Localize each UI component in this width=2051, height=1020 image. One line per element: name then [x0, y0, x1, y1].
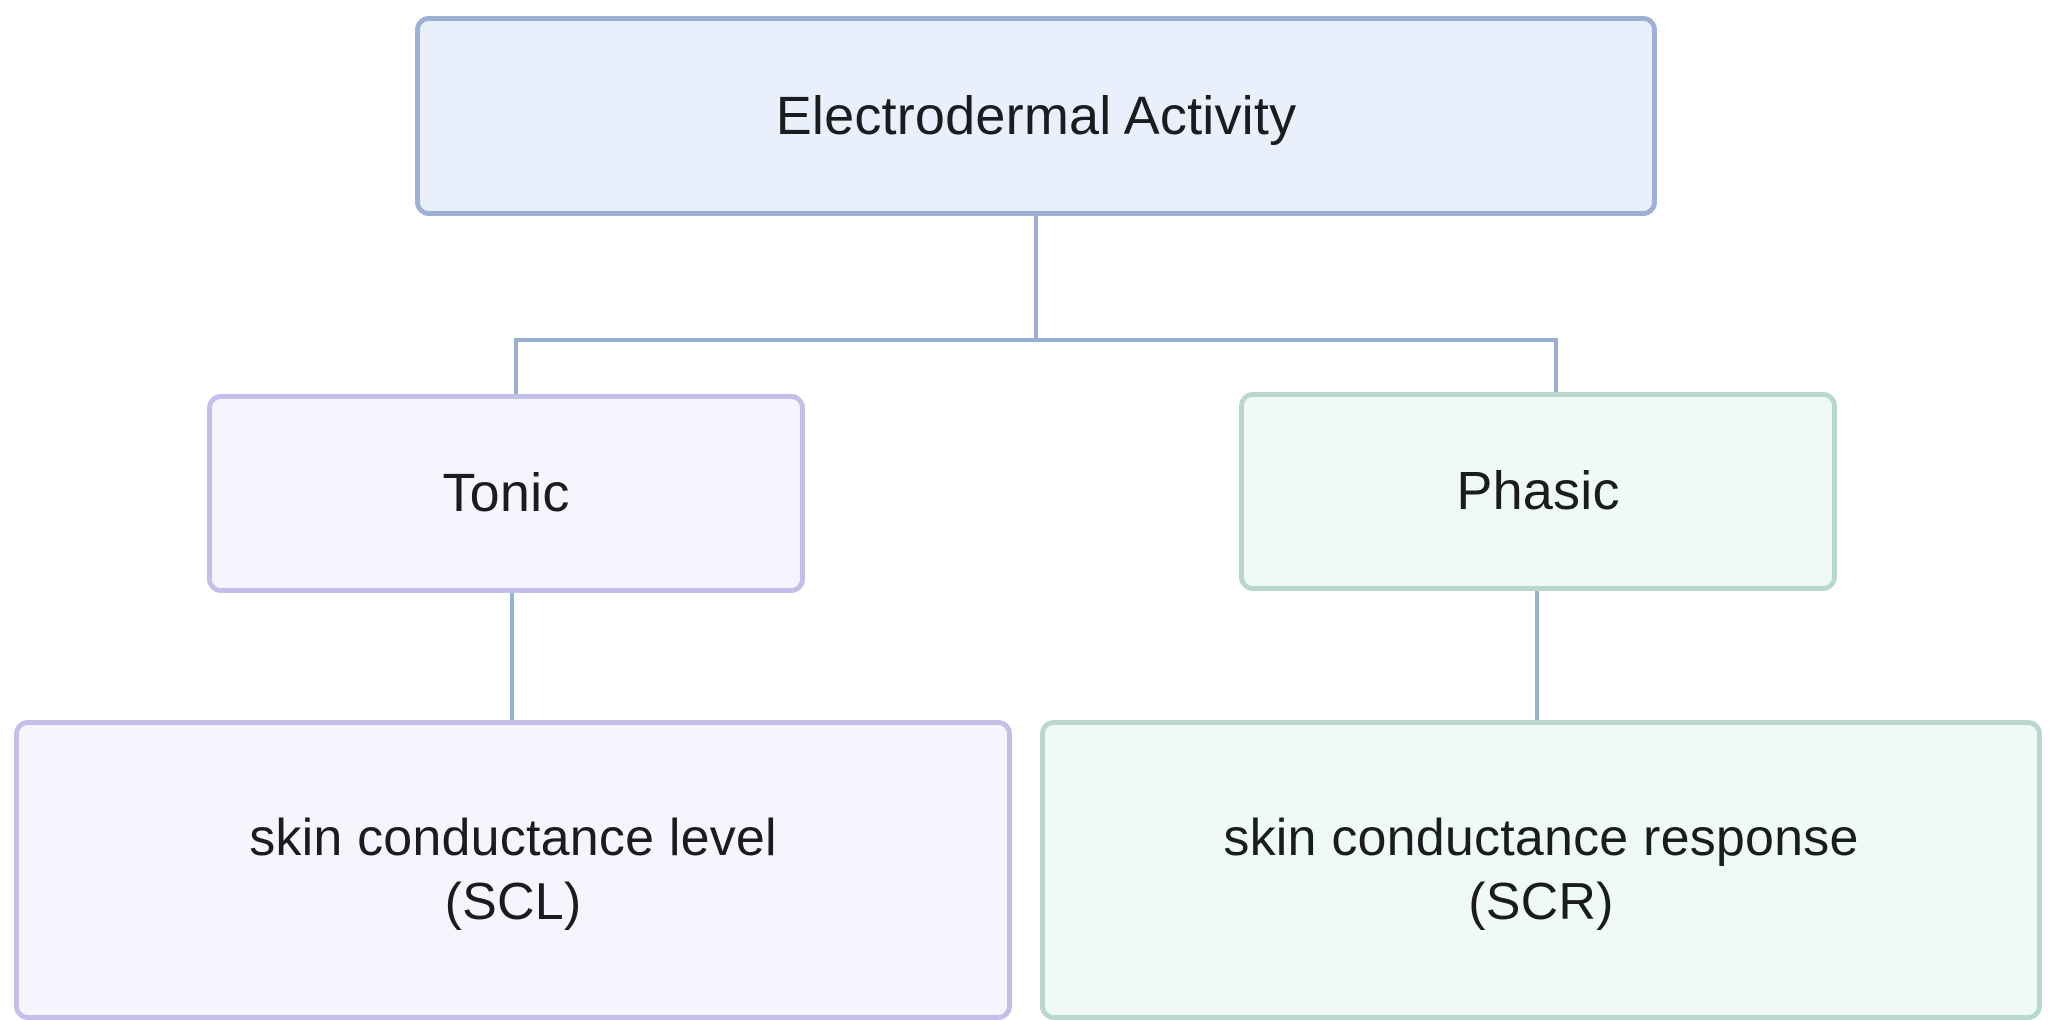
node-electrodermal-activity[interactable]: Electrodermal Activity — [415, 16, 1657, 216]
connector-root-to-phasic — [1554, 338, 1558, 394]
node-label-tonic: Tonic — [442, 463, 570, 524]
node-label-root: Electrodermal Activity — [775, 85, 1297, 146]
node-skin-conductance-response[interactable]: skin conductance response (SCR) — [1040, 720, 2042, 1020]
node-skin-conductance-level[interactable]: skin conductance level (SCL) — [14, 720, 1012, 1020]
connector-root-to-tonic — [514, 338, 518, 396]
connector-root-stem — [1034, 214, 1038, 342]
connector-phasic-to-scr — [1535, 587, 1539, 722]
connector-tonic-to-scl — [510, 589, 514, 722]
connector-split-bar — [514, 338, 1558, 342]
node-label-scr: skin conductance response (SCR) — [1223, 808, 1859, 931]
node-phasic[interactable]: Phasic — [1239, 392, 1837, 591]
node-label-phasic: Phasic — [1456, 461, 1620, 522]
node-label-scl: skin conductance level (SCL) — [249, 808, 777, 931]
node-tonic[interactable]: Tonic — [207, 394, 805, 593]
